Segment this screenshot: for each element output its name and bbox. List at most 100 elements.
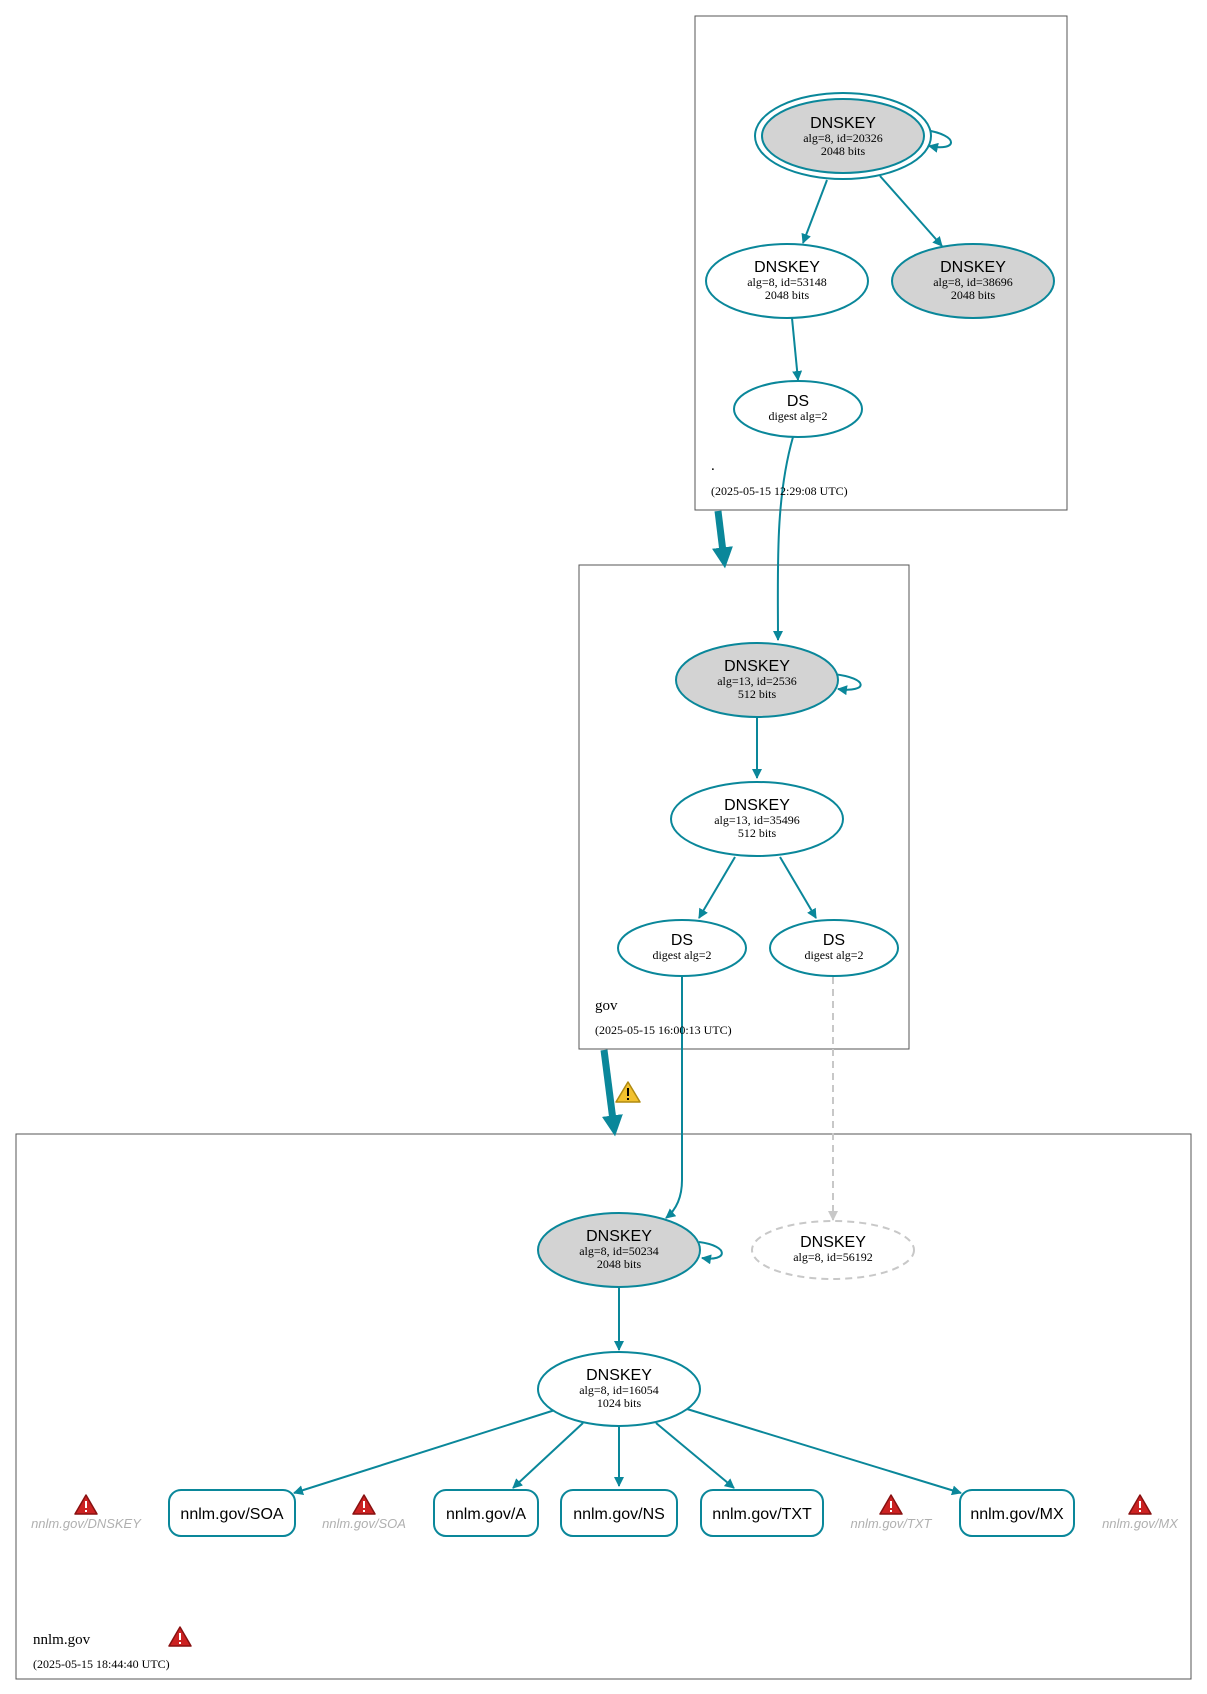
error-icon bbox=[1128, 1494, 1152, 1515]
nnlm-ksk-ellipse bbox=[537, 1212, 701, 1288]
delegation-arrow-gov-nnlm bbox=[600, 1049, 623, 1137]
edge-nnlm-zsk-soa bbox=[293, 1409, 556, 1496]
rrset-box bbox=[959, 1489, 1075, 1537]
root-zsk-ellipse bbox=[705, 243, 869, 319]
rrset-box bbox=[560, 1489, 678, 1537]
node-bits: 2048 bits bbox=[951, 288, 996, 302]
edge-root-ksk-zsk bbox=[801, 179, 828, 244]
rrset-label: nnlm.gov/NS bbox=[573, 1506, 665, 1523]
edge-nnlm-zsk-mx bbox=[686, 1408, 962, 1496]
error-label: nnlm.gov/MX bbox=[1102, 1516, 1179, 1531]
node-detail: alg=8, id=56192 bbox=[793, 1250, 873, 1264]
node-detail: alg=8, id=53148 bbox=[747, 275, 827, 289]
nnlm-ksk-node[interactable]: DNSKEY alg=8, id=50234 2048 bits bbox=[537, 1212, 701, 1288]
node-type: DNSKEY bbox=[724, 658, 790, 675]
error-label: nnlm.gov/SOA bbox=[322, 1516, 406, 1531]
node-type: DNSKEY bbox=[810, 115, 876, 132]
nnlm-missing-key-node[interactable]: DNSKEY alg=8, id=56192 bbox=[751, 1220, 915, 1280]
node-detail: alg=13, id=2536 bbox=[717, 674, 797, 688]
edge-nnlm-zsk-a bbox=[512, 1422, 584, 1489]
root-ksk-ellipse bbox=[761, 98, 925, 174]
edge-root-ksk-ksk2 bbox=[879, 175, 943, 247]
node-bits: 2048 bits bbox=[597, 1257, 642, 1271]
node-detail: alg=8, id=38696 bbox=[933, 275, 1013, 289]
rrset-ns[interactable]: nnlm.gov/NS bbox=[560, 1489, 678, 1537]
delegation-arrow-root-gov bbox=[712, 510, 733, 569]
gov-ds1-node[interactable]: DS digest alg=2 bbox=[617, 919, 747, 977]
gov-zsk-node[interactable]: DNSKEY alg=13, id=35496 512 bits bbox=[670, 781, 844, 857]
rrset-label: nnlm.gov/TXT bbox=[712, 1506, 812, 1523]
zone-nnlm-gov-timestamp: (2025-05-15 18:44:40 UTC) bbox=[33, 1657, 170, 1671]
rrset-box bbox=[433, 1489, 539, 1537]
zone-nnlm-gov-name: nnlm.gov bbox=[33, 1632, 91, 1648]
self-sign-edge-gov-ksk bbox=[832, 673, 862, 696]
zone-root-timestamp: (2025-05-15 12:29:08 UTC) bbox=[711, 484, 848, 498]
gov-ds2-ellipse bbox=[769, 919, 899, 977]
rrset-box bbox=[700, 1489, 824, 1537]
root-ds-node[interactable]: DS digest alg=2 bbox=[733, 380, 863, 438]
warning-icon[interactable] bbox=[615, 1081, 641, 1103]
node-detail: alg=8, id=20326 bbox=[803, 131, 883, 145]
root-ksk2-ellipse bbox=[891, 243, 1055, 319]
gov-ksk-ellipse bbox=[675, 642, 839, 718]
gov-zsk-ellipse bbox=[670, 781, 844, 857]
node-type: DNSKEY bbox=[800, 1234, 866, 1251]
error-icon bbox=[352, 1494, 376, 1515]
node-detail: digest alg=2 bbox=[768, 409, 827, 423]
root-ds-ellipse bbox=[733, 380, 863, 438]
error-label: nnlm.gov/DNSKEY bbox=[31, 1516, 142, 1531]
error-mx[interactable]: nnlm.gov/MX bbox=[1102, 1494, 1179, 1531]
edge-root-ds-gov-ksk bbox=[772, 436, 794, 641]
gov-ds2-node[interactable]: DS digest alg=2 bbox=[769, 919, 899, 977]
edge-root-zsk-ds bbox=[791, 317, 803, 381]
rrset-soa[interactable]: nnlm.gov/SOA bbox=[168, 1489, 296, 1537]
node-type: DS bbox=[823, 932, 845, 949]
edge-gov-zsk-ds1 bbox=[698, 856, 736, 919]
nnlm-missing-key-ellipse bbox=[751, 1220, 915, 1280]
node-detail: alg=8, id=50234 bbox=[579, 1244, 659, 1258]
node-detail: digest alg=2 bbox=[804, 948, 863, 962]
node-bits: 2048 bits bbox=[821, 144, 866, 158]
error-label: nnlm.gov/TXT bbox=[851, 1516, 933, 1531]
node-bits: 512 bits bbox=[738, 826, 777, 840]
root-zsk-node[interactable]: DNSKEY alg=8, id=53148 2048 bits bbox=[705, 243, 869, 319]
node-type: DNSKEY bbox=[724, 797, 790, 814]
node-type: DNSKEY bbox=[940, 259, 1006, 276]
rrset-box bbox=[168, 1489, 296, 1537]
self-sign-edge-root-ksk bbox=[924, 129, 952, 153]
node-type: DNSKEY bbox=[754, 259, 820, 276]
node-type: DS bbox=[787, 393, 809, 410]
gov-ksk-node[interactable]: DNSKEY alg=13, id=2536 512 bits bbox=[675, 642, 839, 718]
rrset-txt[interactable]: nnlm.gov/TXT bbox=[700, 1489, 824, 1537]
error-icon bbox=[879, 1494, 903, 1515]
rrset-label: nnlm.gov/SOA bbox=[180, 1506, 283, 1523]
rrset-label: nnlm.gov/MX bbox=[970, 1506, 1064, 1523]
rrset-a[interactable]: nnlm.gov/A bbox=[433, 1489, 539, 1537]
edge-gov-zsk-ds2 bbox=[779, 856, 817, 919]
node-bits: 512 bits bbox=[738, 687, 777, 701]
node-bits: 1024 bits bbox=[597, 1396, 642, 1410]
error-dnskey[interactable]: nnlm.gov/DNSKEY bbox=[31, 1494, 142, 1531]
root-ksk-node[interactable]: DNSKEY alg=8, id=20326 2048 bits bbox=[754, 92, 932, 180]
zone-error-icon[interactable] bbox=[168, 1626, 192, 1647]
gov-ds1-ellipse bbox=[617, 919, 747, 977]
zone-gov-timestamp: (2025-05-15 16:00:13 UTC) bbox=[595, 1023, 732, 1037]
rrset-mx[interactable]: nnlm.gov/MX bbox=[959, 1489, 1075, 1537]
self-sign-edge-nnlm-ksk bbox=[698, 1241, 723, 1265]
zone-gov-name: gov bbox=[595, 998, 618, 1014]
nnlm-zsk-ellipse bbox=[537, 1351, 701, 1427]
node-detail: alg=13, id=35496 bbox=[714, 813, 800, 827]
nnlm-zsk-node[interactable]: DNSKEY alg=8, id=16054 1024 bits bbox=[537, 1351, 701, 1427]
node-detail: digest alg=2 bbox=[652, 948, 711, 962]
edge-gov-ds1-nnlm-ksk bbox=[665, 977, 683, 1219]
node-type: DS bbox=[671, 932, 693, 949]
root-ksk2-node[interactable]: DNSKEY alg=8, id=38696 2048 bits bbox=[891, 243, 1055, 319]
node-type: DNSKEY bbox=[586, 1367, 652, 1384]
rrset-label: nnlm.gov/A bbox=[446, 1506, 526, 1523]
zone-root-name: . bbox=[711, 458, 715, 474]
error-icon bbox=[74, 1494, 98, 1515]
node-detail: alg=8, id=16054 bbox=[579, 1383, 659, 1397]
error-soa[interactable]: nnlm.gov/SOA bbox=[322, 1494, 406, 1531]
error-txt[interactable]: nnlm.gov/TXT bbox=[851, 1494, 933, 1531]
